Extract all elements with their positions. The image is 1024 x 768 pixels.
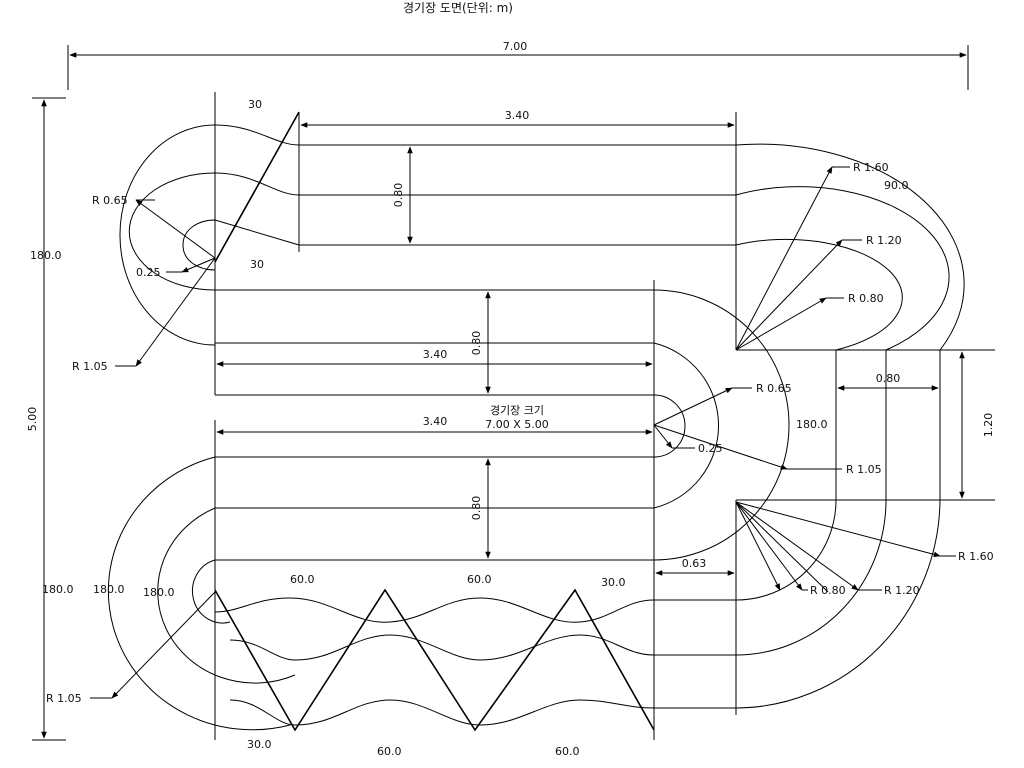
stadium-label: 경기장 크기 <box>490 404 544 417</box>
angle-left-180: 180.0 <box>30 249 62 262</box>
top-lane-gap: 0.80 <box>392 183 405 208</box>
lower-straight-length: 3.40 <box>423 415 448 428</box>
radius-bottom-105: R 1.05 <box>46 692 82 705</box>
angle-bottom-180-a: 180.0 <box>42 583 74 596</box>
middle-lane-gap: 0.80 <box>470 331 483 356</box>
angle-mid-180: 180.0 <box>796 418 828 431</box>
stadium-size: 7.00 X 5.00 <box>485 418 549 431</box>
lower-straight <box>215 456 654 561</box>
offset-label: 0.63 <box>682 557 707 570</box>
bottom-left-curve <box>107 456 296 731</box>
right-lane-gap: 0.80 <box>876 372 901 385</box>
angle-top-30: 30 <box>248 98 262 111</box>
radius-left-105: R 1.05 <box>72 360 108 373</box>
top-straight <box>299 144 736 246</box>
middle-straight-length: 3.40 <box>423 348 448 361</box>
labels: 7.00 5.00 3.40 0.80 3.40 0.80 3.40 0.80 … <box>26 40 995 758</box>
angle-wave-60-f: 60.0 <box>555 745 580 758</box>
angle-wave-30-c: 30.0 <box>601 576 626 589</box>
middle-straight <box>215 289 790 561</box>
radius-top-mid: R 1.20 <box>866 234 902 247</box>
angle-mid-30: 30 <box>250 258 264 271</box>
zigzag <box>214 588 655 732</box>
angle-wave-60-a: 60.0 <box>290 573 315 586</box>
right-gap-label: 1.20 <box>982 413 995 438</box>
drawing-title: 경기장 도면(단위: m) <box>403 1 513 15</box>
radius-top-outer: R 1.60 <box>853 161 889 174</box>
right-outer-curve <box>735 143 965 709</box>
dimension-arrows <box>41 52 967 739</box>
radius-left-025: 0.25 <box>136 266 161 279</box>
total-width-label: 7.00 <box>503 40 528 53</box>
radius-top-inner: R 0.80 <box>848 292 884 305</box>
top-straight-length: 3.40 <box>505 109 530 122</box>
radius-mid-025: 0.25 <box>698 442 723 455</box>
radius-mid-105: R 1.05 <box>846 463 882 476</box>
top-left-curve <box>119 124 300 346</box>
radius-leaders <box>90 166 956 699</box>
angle-wave-60-e: 60.0 <box>377 745 402 758</box>
radius-bottom-080: R 0.80 <box>810 584 846 597</box>
radius-bottom-160: R 1.60 <box>958 550 994 563</box>
angle-wave-60-b: 60.0 <box>467 573 492 586</box>
angle-bottom-180-b: 180.0 <box>93 583 125 596</box>
radius-mid-065: R 0.65 <box>756 382 792 395</box>
radius-left-065: R 0.65 <box>92 194 128 207</box>
lower-lane-gap: 0.80 <box>470 496 483 521</box>
angle-right-90: 90.0 <box>884 179 909 192</box>
total-height-label: 5.00 <box>26 407 39 432</box>
angle-wave-30-d: 30.0 <box>247 738 272 751</box>
radius-bottom-120: R 1.20 <box>884 584 920 597</box>
bottom-wave <box>214 597 736 726</box>
angle-bottom-180-c: 180.0 <box>143 586 175 599</box>
track-outline <box>107 124 965 732</box>
guide-lines <box>32 45 995 741</box>
